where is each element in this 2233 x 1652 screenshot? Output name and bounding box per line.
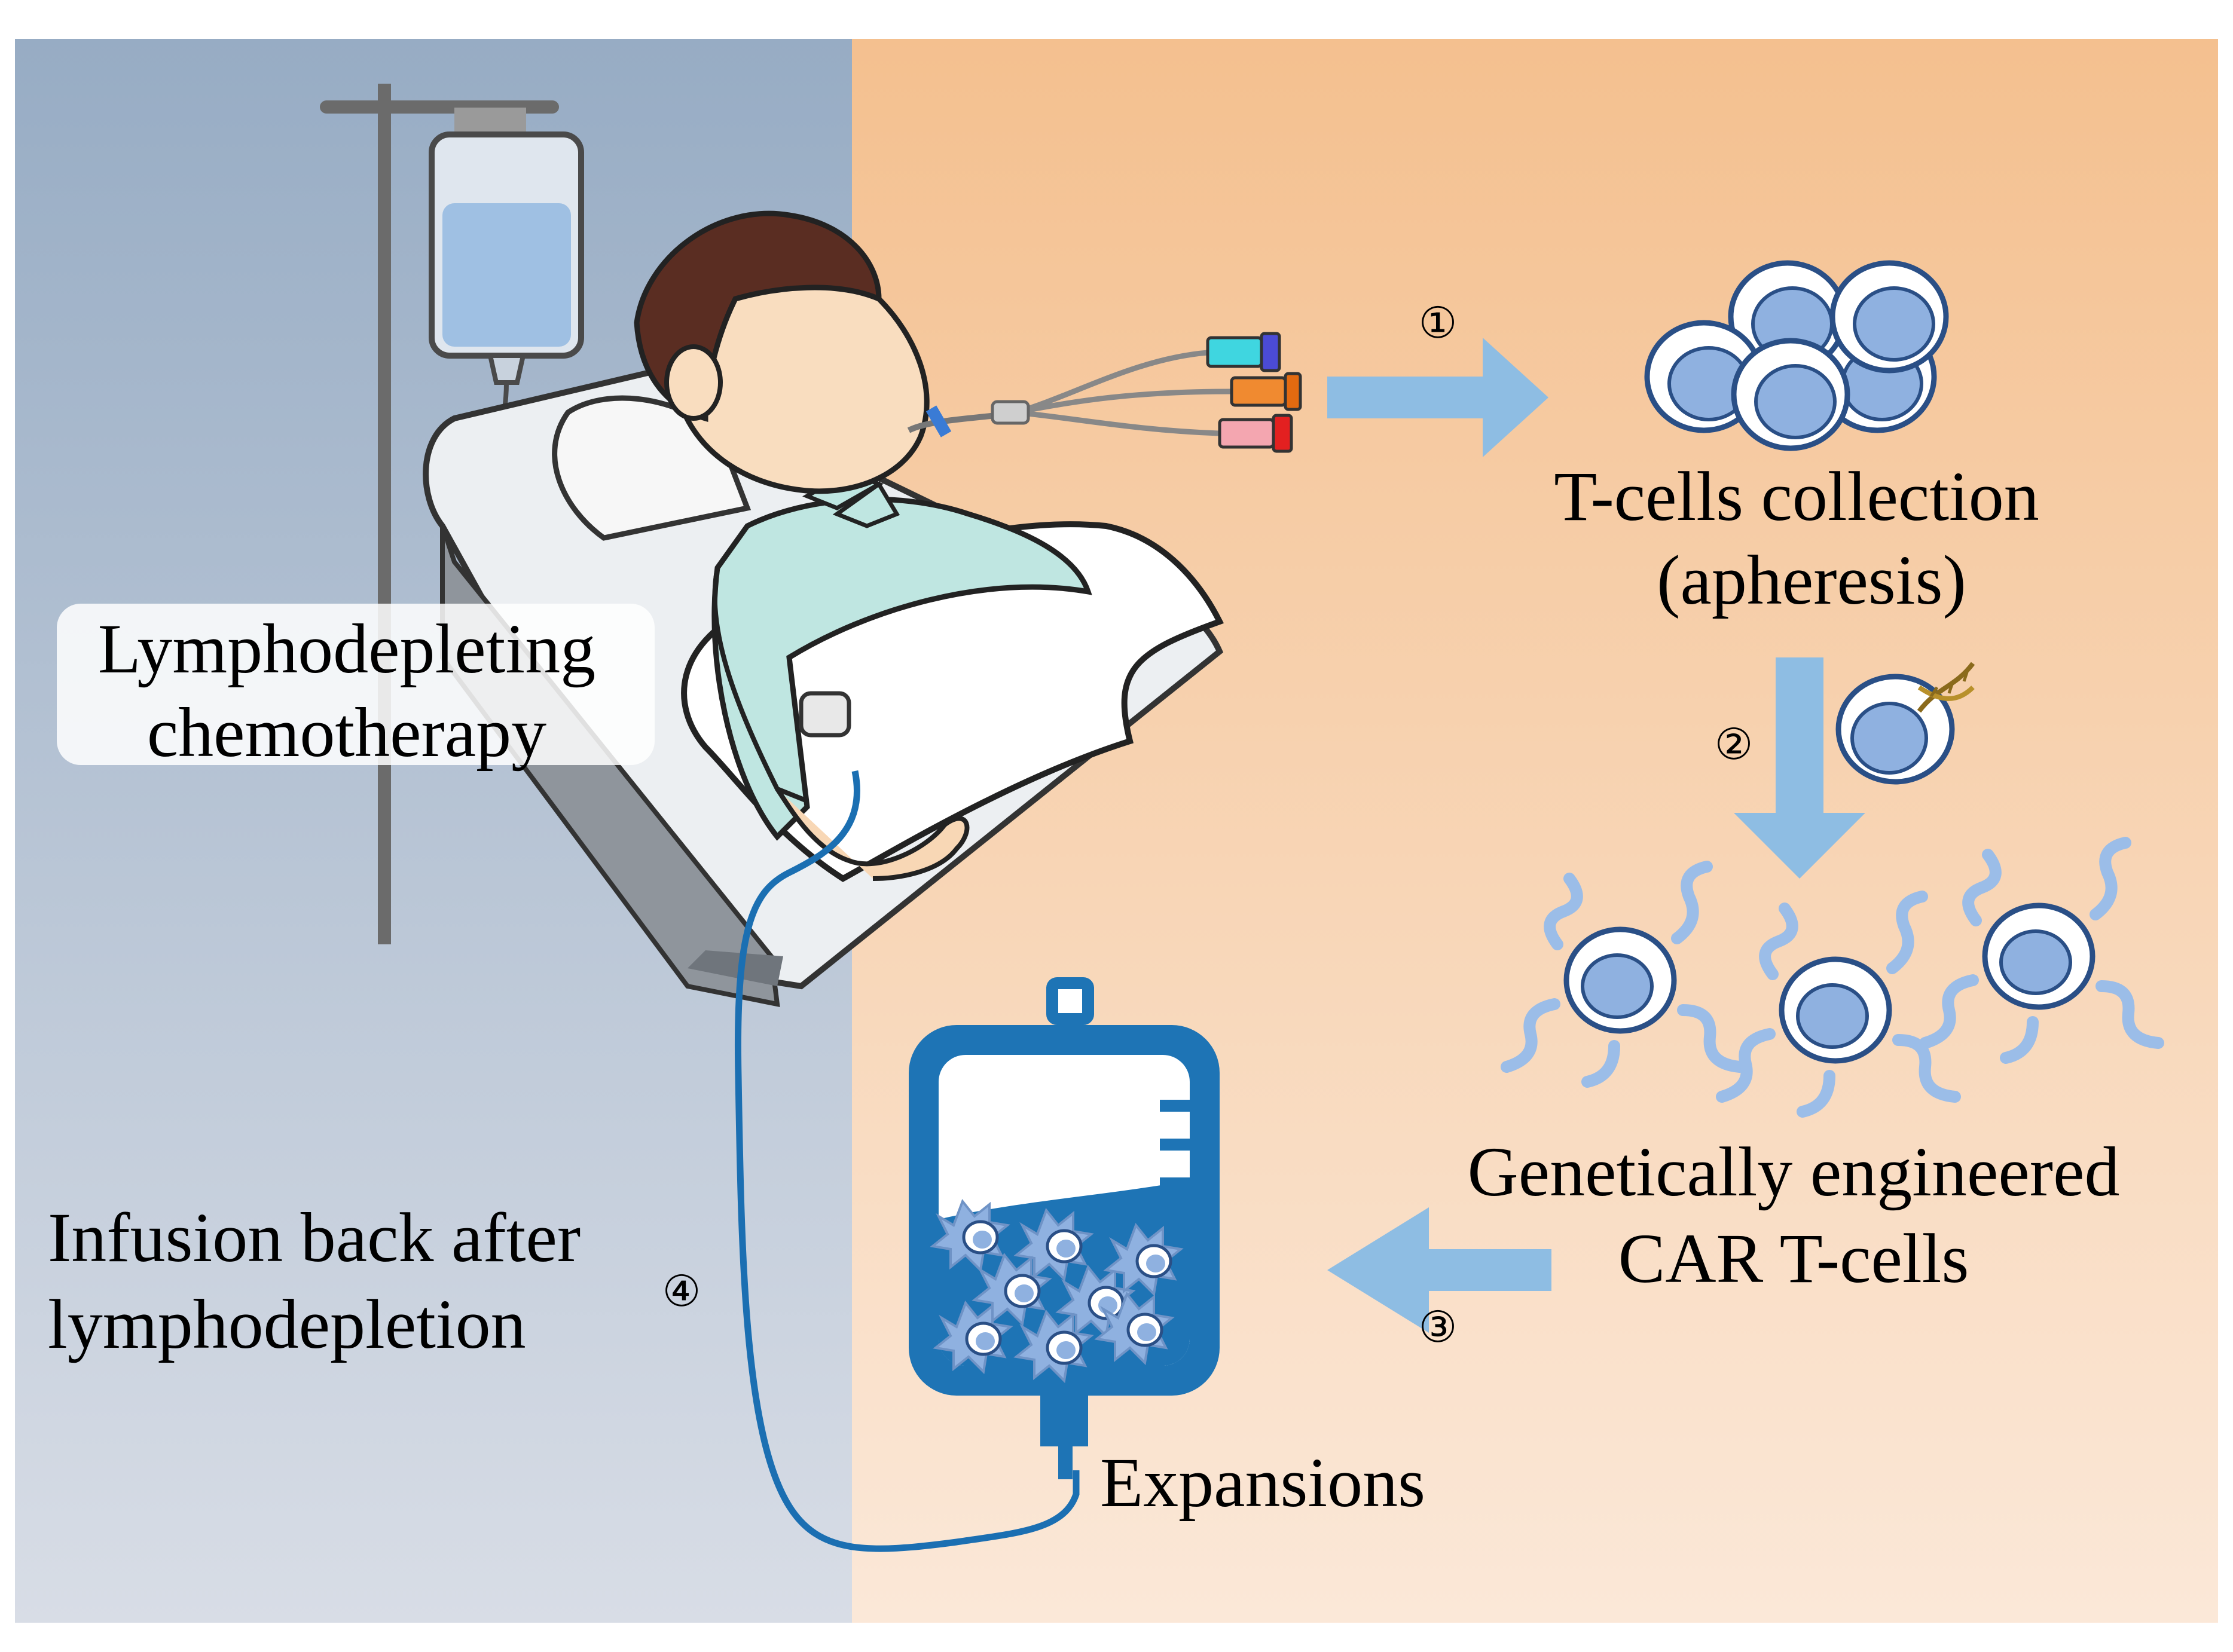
tcells-collection-label-line1: T-cells collection bbox=[1554, 457, 2039, 536]
arrow-step2 bbox=[1734, 657, 1865, 879]
step-1-marker: ① bbox=[1419, 299, 1458, 347]
lymphodepleting-label-line2: chemotherapy bbox=[147, 693, 546, 772]
lymphodepleting-label-line1: Lymphodepleting bbox=[98, 610, 595, 688]
step-4-marker: ④ bbox=[662, 1268, 701, 1316]
arrow-step1 bbox=[1327, 338, 1548, 457]
expansions-label: Expansions bbox=[1100, 1443, 1425, 1522]
patient-icon bbox=[634, 210, 1092, 881]
tcells-collection-label-line2: (apheresis) bbox=[1657, 541, 1966, 619]
infusion-label-line2: lymphodepletion bbox=[48, 1285, 526, 1363]
lymphodepleting-label-backdrop bbox=[57, 604, 655, 765]
dna-modified-cell-icon bbox=[1835, 662, 1975, 785]
infusion-label-line1: Infusion back after bbox=[48, 1198, 581, 1277]
step-3-marker: ③ bbox=[1419, 1304, 1458, 1351]
engineered-cells-label-line1: Genetically engineered bbox=[1468, 1133, 2120, 1211]
arrow-step3 bbox=[1327, 1207, 1551, 1333]
iv-patch-icon bbox=[799, 691, 851, 738]
infusion-tube-icon bbox=[735, 770, 1080, 1552]
catheter-lines-icon bbox=[907, 332, 1302, 453]
engineered-cells-label-line2: CAR T-cells bbox=[1618, 1219, 1969, 1298]
step-2-marker: ② bbox=[1715, 721, 1754, 769]
